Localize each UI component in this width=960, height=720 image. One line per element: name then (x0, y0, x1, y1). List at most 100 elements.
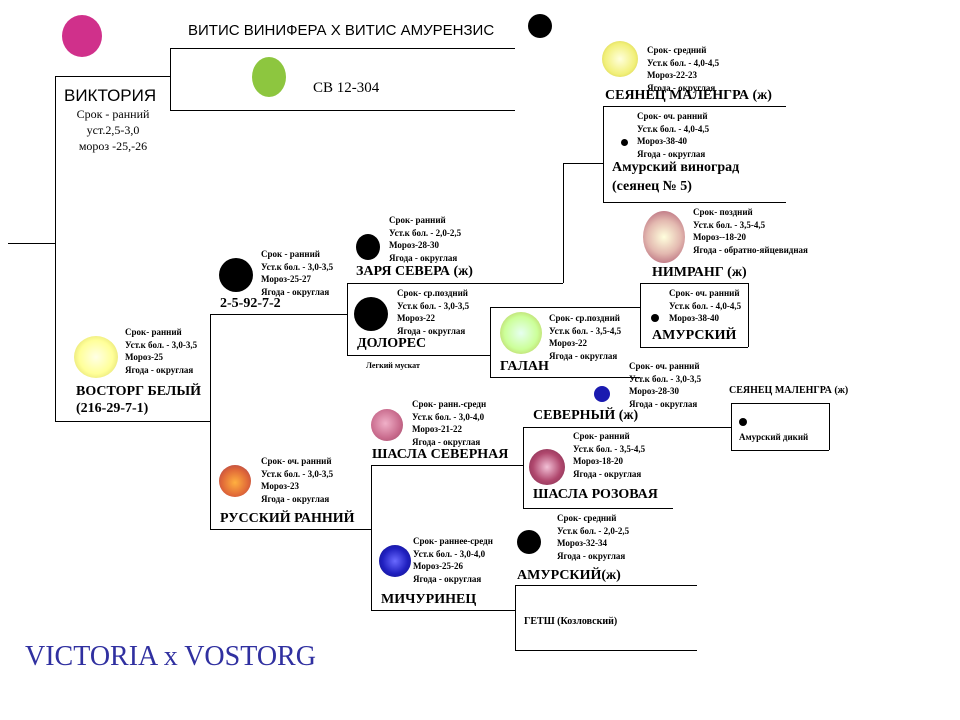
michurinets-grape-icon (379, 545, 411, 577)
info-line: Ягода - округлая (389, 252, 458, 263)
russky-name: РУССКИЙ РАННИЙ (220, 511, 355, 526)
amursky-2-dot-icon (517, 530, 541, 554)
info-line: Уст.к бол. - 3,0-3,5 (261, 261, 334, 272)
info-line: Срок- раннее-средн (413, 536, 493, 546)
info-line: Ягода - округлая (573, 468, 642, 479)
info-line: Уст.к бол. - 3,5-4,5 (549, 325, 622, 336)
amur-vinograd-info: Срок- оч. ранний Уст.к бол. - 4,0-4,5 Мо… (637, 110, 709, 160)
seyanets-box-top (603, 106, 786, 107)
zarya-branch-vertical (563, 163, 564, 283)
severny-name: СЕВЕРНЫЙ (ж) (533, 408, 639, 423)
info-line: Уст.к бол. - 3,0-3,5 (261, 468, 334, 479)
severny-info: Срок- оч. ранний Уст.к бол. - 3,0-3,5 Мо… (629, 360, 701, 410)
info-line: Мороз-25-26 (413, 561, 463, 571)
seyanets-info: Срок- средний Уст.к бол. - 4,0-4,5 Мороз… (647, 44, 719, 94)
h25927-line (210, 314, 347, 315)
h25927-dot-icon (219, 258, 253, 292)
sv-line (170, 110, 515, 111)
light-muscat-note: Легкий мускат (366, 361, 420, 370)
galan-box-bottom (490, 377, 640, 378)
info-line: Уст.к бол. - 2,0-2,5 (389, 227, 462, 238)
galan-grape-icon (500, 312, 542, 354)
info-line: Уст.к бол. - 3,0-3,5 (397, 300, 470, 311)
galan-box-left (490, 307, 491, 377)
info-line: Уст.к бол. - 3,5-4,5 (573, 443, 646, 454)
galan-name: ГАЛАН (500, 359, 549, 374)
shasla-parents-bracket (523, 427, 524, 508)
dolores-bottom-line (347, 355, 490, 356)
info-line: Срок- ранн.-средн (412, 399, 487, 409)
seyanets-box-bottom (603, 202, 786, 203)
victoria-info: Срок - ранний уст.2,5-3,0 мороз -25,-26 (58, 106, 168, 154)
info-line: Срок - ранний (261, 249, 320, 259)
severny-line (523, 427, 731, 428)
info-line: Ягода - округлая (261, 286, 330, 297)
amursky-2-name: АМУРСКИЙ(ж) (517, 568, 621, 583)
amursky-1-info: Срок- оч. ранний Уст.к бол. - 4,0-4,5 Мо… (669, 287, 741, 325)
info-line: Ягода - округлая (397, 325, 466, 336)
info-line: Мороз-25 (125, 352, 163, 362)
nimrang-line (640, 283, 748, 284)
h25927-name: 2-5-92-7-2 (220, 296, 281, 311)
info-line: Уст.к бол. - 2,0-2,5 (557, 525, 630, 536)
vostorg-parents-bracket (210, 314, 211, 529)
shasla-rozovaya-info: Срок- ранний Уст.к бол. - 3,5-4,5 Мороз-… (573, 430, 645, 480)
victoria-parents-bracket (170, 48, 171, 110)
h25927-bracket (347, 283, 348, 355)
michurinets-bottom-line (371, 610, 515, 611)
info-line: Мороз--18-20 (693, 232, 746, 242)
shasla-severnaya-grape-icon (371, 409, 403, 441)
dolores-info: Срок- ср.поздний Уст.к бол. - 3,0-3,5 Мо… (397, 287, 469, 337)
amursky-2-info: Срок- средний Уст.к бол. - 2,0-2,5 Мороз… (557, 512, 629, 562)
info-line: Мороз-23 (261, 481, 299, 491)
info-line: Уст.к бол. - 4,0-4,5 (637, 123, 710, 134)
zarya-severa-name: ЗАРЯ СЕВЕРА (ж) (356, 264, 473, 279)
severny-dot-icon (594, 386, 610, 402)
nimrang-info: Срок- поздний Уст.к бол. - 3,5-4,5 Мороз… (693, 206, 808, 256)
info-line: Срок- средний (647, 45, 707, 55)
info-line: Ягода - округлая (412, 436, 481, 447)
info-line: Мороз-22 (397, 313, 435, 323)
vostorg-bottom-line (55, 421, 210, 422)
amur-dikiy-box-right (829, 403, 830, 450)
info-line: Мороз-28-30 (629, 386, 679, 396)
galan-parents-bracket (640, 283, 641, 347)
info-line: Уст.к бол. - 3,0-4,0 (413, 548, 486, 559)
victoria-name: ВИКТОРИЯ (64, 86, 157, 105)
amur-dikiy-dot-icon (739, 418, 747, 426)
info-line: Мороз-28-30 (389, 240, 439, 250)
amur-vinograd-name: Амурский виноград (612, 160, 740, 175)
amur-dikiy-name: Амурский дикий (739, 432, 809, 442)
info-line: Срок- ср.поздний (397, 288, 468, 298)
nimrang-name: НИМРАНГ (ж) (652, 265, 747, 280)
sv-grape-icon (252, 57, 286, 97)
info-line: Ягода - округлая (557, 550, 626, 561)
michurinets-name: МИЧУРИНЕЦ (381, 592, 477, 607)
info-line: Уст.к бол. - 3,5-4,5 (693, 219, 766, 230)
vostorg-grape-icon (74, 336, 118, 378)
info-line: Уст.к бол. - 4,0-4,5 (669, 300, 742, 311)
seyanets-right-name: СЕЯНЕЦ МАЛЕНГРА (ж) (729, 385, 849, 396)
victoria-info-line: мороз -25,-26 (78, 139, 148, 153)
dolores-name: ДОЛОРЕС (357, 336, 427, 351)
russky-grape-icon (219, 465, 251, 497)
amursky-1-name: АМУРСКИЙ (652, 328, 737, 343)
amur-dikiy-box-bottom (731, 450, 829, 451)
michurinets-info: Срок- раннее-средн Уст.к бол. - 3,0-4,0 … (413, 535, 493, 585)
info-line: Срок- ранний (125, 327, 182, 337)
shasla-severnaya-name: ШАСЛА СЕВЕРНАЯ (372, 447, 509, 462)
info-line: Срок- ранний (573, 431, 630, 441)
info-line: Ягода - округлая (413, 573, 482, 584)
info-line: Мороз-22 (549, 338, 587, 348)
getsh-name: ГЕТШ (Козловский) (524, 616, 618, 627)
sv-label: СВ 12-304 (313, 80, 380, 96)
info-line: Срок- оч. ранний (637, 111, 708, 121)
amur-dikiy-box-top (731, 403, 829, 404)
info-line: Срок- оч. ранний (669, 288, 740, 298)
vostorg-name: ВОСТОРГ БЕЛЫЙ (76, 384, 201, 399)
vostorg-info: Срок- ранний Уст.к бол. - 3,0-3,5 Мороз-… (125, 326, 197, 376)
info-line: Уст.к бол. - 3,0-3,5 (629, 373, 702, 384)
shasla-severnaya-line (371, 465, 523, 466)
getsh-box-top (515, 585, 697, 586)
russky-info: Срок- оч. ранний Уст.к бол. - 3,0-3,5 Мо… (261, 455, 333, 505)
